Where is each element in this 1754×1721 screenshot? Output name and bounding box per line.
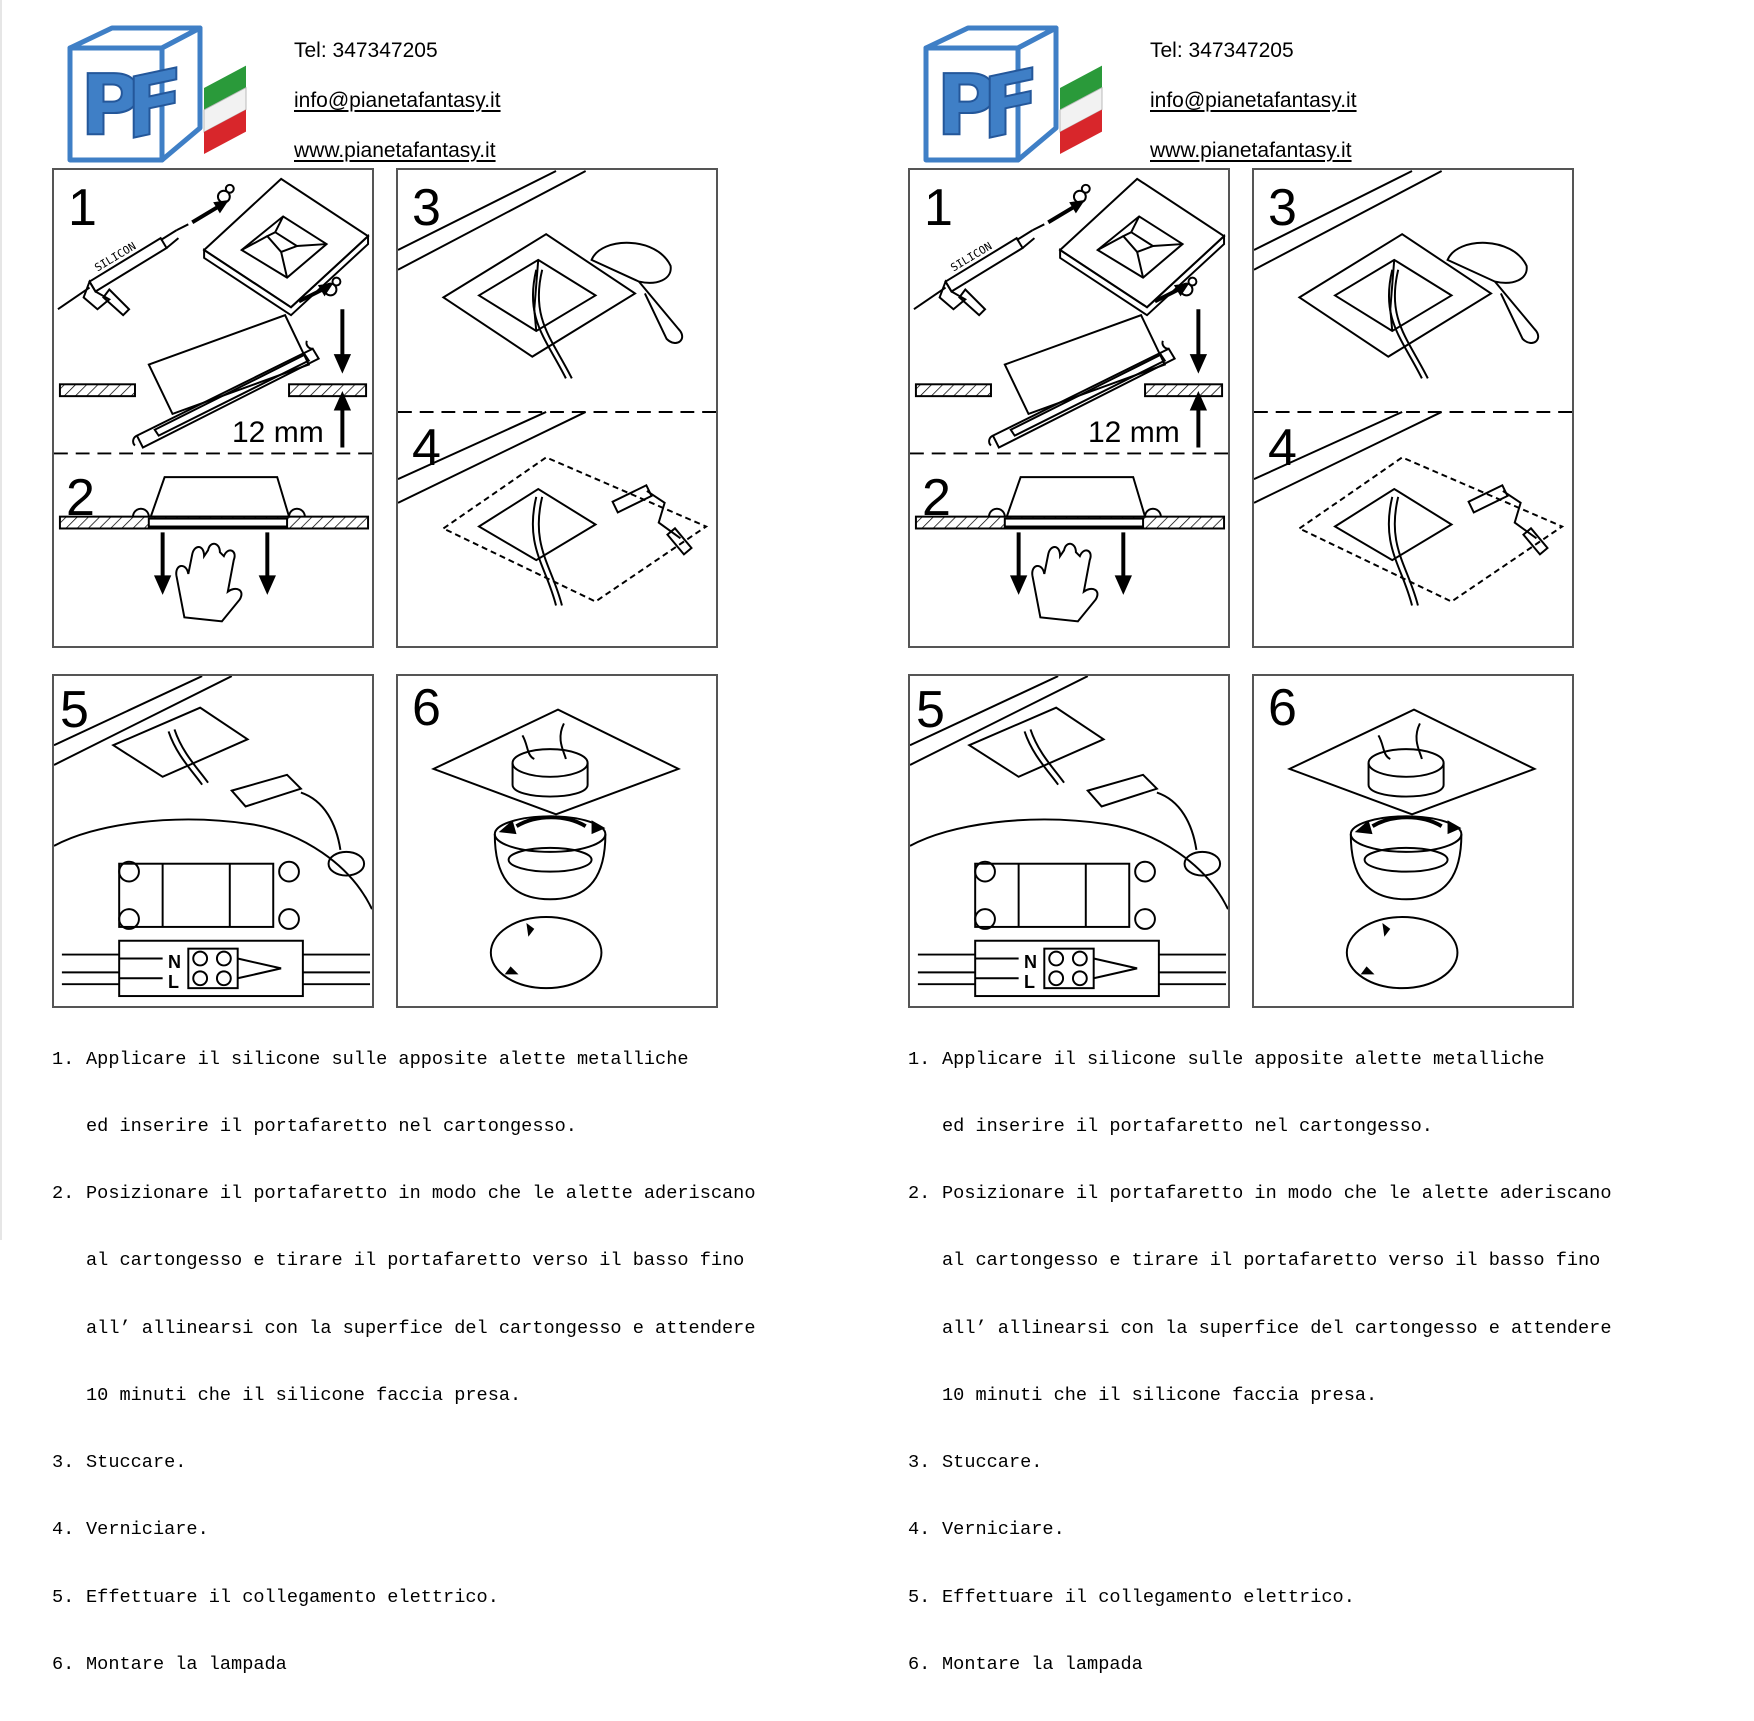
step-number: 3 (1268, 179, 1297, 237)
step-1-2-panel: SILICON 1 12 mm 2 (908, 168, 1230, 648)
instruction-item: ed inserire il portafaretto nel cartonge… (86, 1116, 577, 1138)
instruction-item: al cartongesso e tirare il portafaretto … (86, 1250, 745, 1272)
step-number: 6 (412, 679, 441, 737)
step-number: 2 (922, 469, 951, 527)
instruction-item: 5.Effettuare il collegamento elettrico. (52, 1586, 499, 1608)
instruction-item: 1.Applicare il silicone sulle apposite a… (908, 1048, 1545, 1070)
step-6-panel: 6 (396, 674, 718, 1008)
step-1-2-panel: SILICON 1 12 mm 2 (52, 168, 374, 648)
wiring-illustration (910, 676, 1228, 998)
step-5-panel: 5 N L (908, 674, 1230, 1008)
instruction-item: 4.Verniciare. (52, 1519, 209, 1541)
lamp-mounting-illustration (431, 708, 681, 990)
step-number: 1 (68, 179, 97, 237)
instruction-sheet-right: P F Tel: 347347205 info@pianetafantasy.i… (856, 0, 1716, 1675)
svg-text:F: F (126, 50, 183, 160)
instruction-list: 1.Applicare il silicone sulle apposite a… (908, 1004, 1611, 1721)
contact-block: Tel: 347347205 info@pianetafantasy.it ww… (294, 26, 501, 176)
step-number: 2 (66, 469, 95, 527)
lamp-mounting-illustration (1287, 708, 1537, 990)
instruction-sheet-left: P F Tel: 347347205 info@pianetafantasy.i… (0, 0, 860, 1675)
email-link[interactable]: info@pianetafantasy.it (1150, 89, 1357, 112)
step-3-4-panel: 3 4 (396, 168, 718, 648)
instruction-item: 3.Stuccare. (52, 1452, 187, 1474)
pf-logo: P F (67, 25, 247, 163)
instruction-item: 6.Montare la lampada (908, 1653, 1143, 1675)
step-number: 4 (412, 419, 441, 477)
instruction-list: 1.Applicare il silicone sulle apposite a… (52, 1004, 755, 1721)
instruction-item: 1.Applicare il silicone sulle apposite a… (52, 1048, 689, 1070)
distance-label: 12 mm (232, 416, 324, 449)
instruction-item: 4.Verniciare. (908, 1519, 1065, 1541)
step-5-panel: 5 N L (52, 674, 374, 1008)
instruction-item: 6.Montare la lampada (52, 1653, 287, 1675)
page-edge (0, 0, 2, 1240)
instruction-item: all’ allinearsi con la superfice del car… (86, 1317, 756, 1339)
pf-logo: P F (923, 25, 1103, 163)
step-number: 4 (1268, 419, 1297, 477)
finishing-illustration (398, 170, 716, 606)
contact-block: Tel: 347347205 info@pianetafantasy.it ww… (1150, 26, 1357, 176)
instruction-item: 10 minuti che il silicone faccia presa. (86, 1384, 522, 1406)
instruction-item: ed inserire il portafaretto nel cartonge… (942, 1116, 1433, 1138)
terminal-neutral-label: N (168, 952, 181, 972)
svg-text:P: P (80, 56, 142, 154)
step-number: 5 (60, 681, 89, 739)
instruction-item: al cartongesso e tirare il portafaretto … (942, 1250, 1601, 1272)
terminal-neutral-label: N (1024, 952, 1037, 972)
step-number: 6 (1268, 679, 1297, 737)
instruction-item: 3.Stuccare. (908, 1452, 1043, 1474)
email-link[interactable]: info@pianetafantasy.it (294, 89, 501, 112)
phone-number: Tel: 347347205 (1150, 39, 1294, 62)
website-link[interactable]: www.pianetafantasy.it (294, 139, 496, 162)
phone-number: Tel: 347347205 (294, 39, 438, 62)
step-3-4-panel: 3 4 (1252, 168, 1574, 648)
step-number: 3 (412, 179, 441, 237)
step-number: 5 (916, 681, 945, 739)
distance-label: 12 mm (1088, 416, 1180, 449)
wiring-illustration (54, 676, 372, 998)
step-6-panel: 6 (1252, 674, 1574, 1008)
instruction-item: 10 minuti che il silicone faccia presa. (942, 1384, 1378, 1406)
finishing-illustration (1254, 170, 1572, 606)
terminal-live-label: L (1024, 972, 1035, 992)
mounting-illustration: SILICON (910, 177, 1228, 623)
terminal-live-label: L (168, 972, 179, 992)
instruction-item: 2.Posizionare il portafaretto in modo ch… (52, 1183, 756, 1205)
step-number: 1 (924, 179, 953, 237)
website-link[interactable]: www.pianetafantasy.it (1150, 139, 1352, 162)
svg-text:F: F (982, 50, 1039, 160)
instruction-item: all’ allinearsi con la superfice del car… (942, 1317, 1612, 1339)
mounting-illustration: SILICON (54, 177, 372, 623)
svg-text:P: P (936, 56, 998, 154)
instruction-item: 2.Posizionare il portafaretto in modo ch… (908, 1183, 1612, 1205)
instruction-item: 5.Effettuare il collegamento elettrico. (908, 1586, 1355, 1608)
